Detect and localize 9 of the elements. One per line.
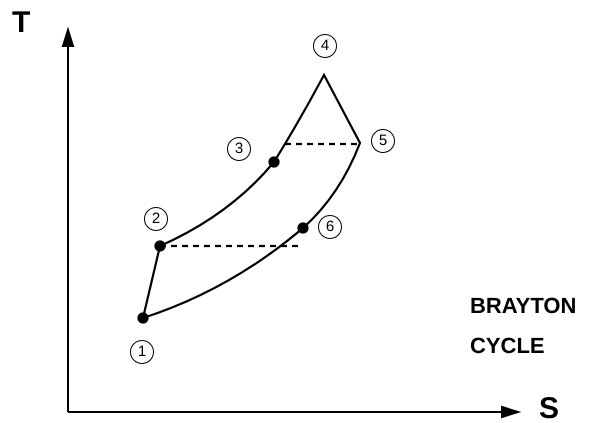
cycle-label: BRAYTON CYCLE (470, 292, 578, 360)
point-number: 3 (227, 137, 251, 161)
point-number: 4 (313, 34, 337, 58)
point-number: 1 (130, 340, 154, 364)
axis-label: S (539, 394, 560, 423)
point-number: 2 (144, 207, 168, 231)
point-number: 6 (318, 215, 342, 239)
axis-label: T (12, 8, 30, 38)
point-number: 5 (371, 129, 395, 153)
